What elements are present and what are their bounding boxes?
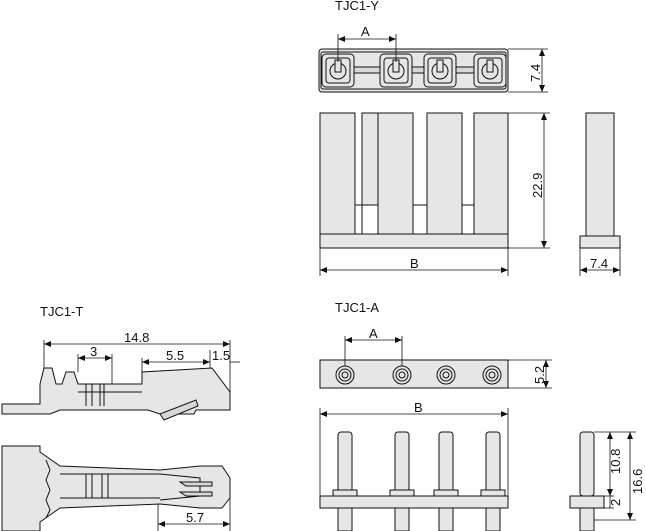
dim-a-2: 2 — [608, 499, 623, 506]
tjc1-y-cell-4 — [473, 53, 507, 88]
tjc1-a-top-view — [319, 359, 509, 389]
dim-y-side-width: 7.4 — [590, 256, 608, 271]
dim-y-height-main: 22.9 — [530, 173, 545, 198]
tjc1-t-side-view — [1, 367, 231, 421]
tjc1-y-top-view — [318, 48, 509, 93]
dim-t-1-5: 1.5 — [212, 348, 230, 363]
title-tjc1-y: TJC1-Y — [335, 0, 379, 13]
dim-y-height-top: 7.4 — [528, 64, 543, 82]
tjc1-a-front-view — [319, 431, 509, 531]
dim-y-pitch: A — [361, 24, 370, 39]
dim-y-width-total: B — [410, 256, 419, 271]
tjc1-a-front-pin-1 — [332, 431, 358, 531]
dim-t-5-5: 5.5 — [166, 348, 184, 363]
tjc1-a-pin-3 — [436, 365, 456, 385]
tjc1-y-side-view — [579, 112, 621, 249]
tjc1-a-side-view — [569, 431, 605, 531]
dim-t-total: 14.8 — [124, 330, 149, 345]
dim-a-height-top: 5.2 — [532, 366, 547, 384]
dim-a-pin-len: 10.8 — [608, 449, 623, 474]
dim-a-total: 16.6 — [630, 469, 645, 494]
title-tjc1-a: TJC1-A — [335, 300, 379, 315]
tjc1-a-front-pin-2 — [389, 431, 415, 531]
tjc1-a-front-pin-4 — [480, 431, 506, 531]
dim-t-3: 3 — [90, 344, 97, 359]
dim-a-pitch: A — [369, 326, 378, 341]
tjc1-y-cell-3 — [423, 53, 457, 88]
tjc1-a-front-pin-3 — [433, 431, 459, 531]
tjc1-t-top-view — [1, 445, 231, 531]
dim-a-width-total: B — [414, 400, 423, 415]
tjc1-y-front-view — [319, 112, 509, 249]
title-tjc1-t: TJC1-T — [40, 304, 83, 319]
tjc1-y-cell-2 — [379, 53, 413, 88]
dim-t-5-7: 5.7 — [186, 510, 204, 525]
tjc1-a-pin-4 — [482, 365, 502, 385]
